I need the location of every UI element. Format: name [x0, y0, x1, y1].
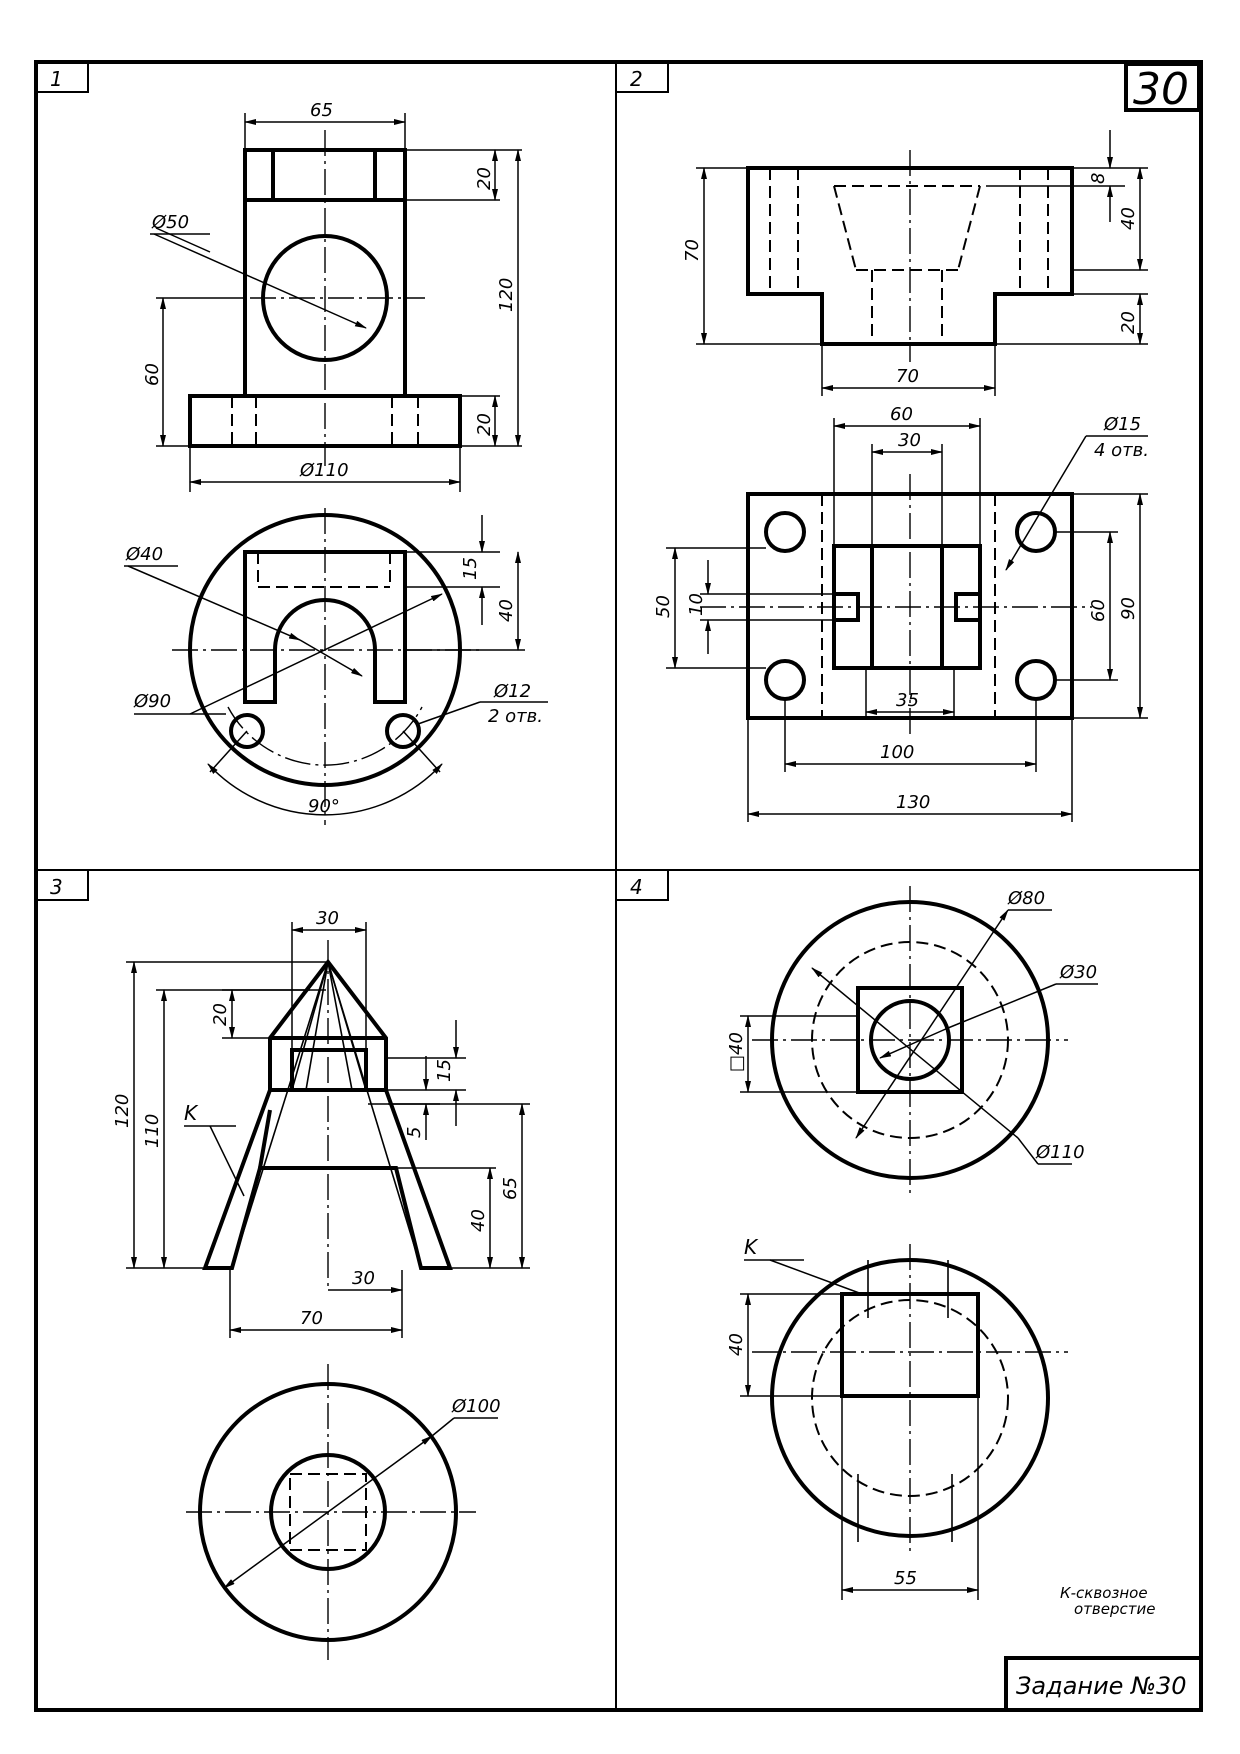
- panel-3-top-view: [186, 1364, 476, 1660]
- dim-40: 40: [468, 1209, 489, 1232]
- panel-1-front-dimensions: 65 20 120 Ø50 60 20 Ø110: [142, 100, 522, 492]
- panel-4-top-view: [752, 886, 1068, 1194]
- panel-1-number-box: 1: [36, 62, 89, 93]
- panel-2-front-dimensions: 8 40 70 20 70: [682, 130, 1148, 396]
- dim-35: 35: [896, 690, 919, 711]
- dim-20: 20: [210, 1003, 231, 1026]
- panel-1-front-view: [188, 130, 462, 466]
- dim-2-holes: 2 отв.: [488, 706, 543, 727]
- dim-100: 100: [880, 742, 914, 763]
- dim-20-top: 20: [474, 167, 495, 190]
- dim-60-right: 60: [1088, 599, 1109, 622]
- sheet-frame: [34, 60, 1203, 1712]
- dim-70-height: 70: [682, 239, 703, 262]
- dim-70-width: 70: [896, 366, 919, 387]
- dim-phi40: Ø40: [125, 544, 163, 565]
- task-badge: 30: [1124, 62, 1201, 115]
- dim-90: 90: [1118, 597, 1139, 620]
- panel-2-number: 2: [630, 67, 643, 91]
- panel-2-front-view: [746, 150, 1074, 362]
- dim-30-bottom: 30: [352, 1268, 375, 1289]
- dim-40-top: 40: [496, 599, 517, 622]
- note-line-1: К-сквозное: [1060, 1584, 1148, 1602]
- dim-5: 5: [404, 1127, 425, 1138]
- panel-2-number-box: 2: [616, 62, 669, 93]
- dim-20-base: 20: [474, 413, 495, 436]
- panel-3-front-dimensions: 30 20 120 110 15 5 65 40 30 70: [112, 908, 530, 1338]
- panel-4-front-dimensions: K 40 55 К-сквозное отверстие: [726, 1235, 1155, 1618]
- dim-phi50: Ø50: [151, 212, 189, 233]
- dim-60: 60: [142, 363, 163, 386]
- dim-8: 8: [1088, 173, 1109, 184]
- title-block: Задание №30: [1004, 1656, 1201, 1710]
- label-k: K: [744, 1235, 759, 1259]
- dim-40: 40: [1118, 207, 1139, 230]
- panel-2-top-view: [700, 474, 1092, 738]
- panel-3-top-dimensions: Ø100: [223, 1396, 501, 1589]
- dim-65: 65: [310, 100, 333, 121]
- dim-phi110: Ø110: [299, 460, 349, 481]
- dim-phi90: Ø90: [133, 691, 171, 712]
- panel-3-number-box: 3: [36, 870, 89, 901]
- dim-65: 65: [500, 1177, 521, 1200]
- dim-4-holes: 4 отв.: [1094, 440, 1149, 461]
- dim-phi110: Ø110: [1035, 1142, 1085, 1163]
- task-badge-number: 30: [1133, 64, 1189, 115]
- dim-90-deg: 90°: [308, 796, 340, 817]
- dim-20: 20: [1118, 311, 1139, 334]
- dim-15: 15: [460, 557, 481, 580]
- dim-40: 40: [726, 1333, 747, 1356]
- dim-120: 120: [112, 1094, 133, 1128]
- panel-2-top-dimensions: 60 30 Ø15 4 отв. 50 10 60 90 35 100: [653, 404, 1149, 822]
- dim-55: 55: [894, 1568, 917, 1589]
- panel-4-top-dimensions: Ø80 Ø30 □40 Ø110: [726, 888, 1098, 1165]
- panel-3-number: 3: [50, 875, 63, 899]
- dim-120: 120: [496, 278, 517, 312]
- note-line-2: отверстие: [1074, 1600, 1155, 1618]
- dim-70: 70: [300, 1308, 323, 1329]
- dim-phi12: Ø12: [493, 681, 531, 702]
- dim-30-top: 30: [316, 908, 339, 929]
- dim-60-top: 60: [890, 404, 913, 425]
- panel-1-top-view: [172, 508, 480, 825]
- dim-30-top: 30: [898, 430, 921, 451]
- dim-phi80: Ø80: [1007, 888, 1045, 909]
- panel-4-number-box: 4: [616, 870, 669, 901]
- dim-50: 50: [653, 595, 674, 618]
- dim-phi100: Ø100: [451, 1396, 501, 1417]
- task-title: Задание №30: [1016, 1672, 1187, 1700]
- dim-phi15: Ø15: [1103, 414, 1141, 435]
- dim-10: 10: [686, 593, 707, 616]
- label-k: K: [184, 1101, 199, 1125]
- dim-square40: □40: [726, 1032, 747, 1072]
- dim-15: 15: [434, 1059, 455, 1082]
- panel-4-number: 4: [630, 875, 643, 899]
- panel-4-front-view: [752, 1244, 1068, 1556]
- panel-1-top-dimensions: Ø40 15 40 Ø90 Ø12 2 отв. 90°: [124, 515, 548, 817]
- panel-1-number: 1: [50, 67, 63, 91]
- dim-130: 130: [896, 792, 930, 813]
- panel-3-front-view: [202, 940, 453, 1288]
- dim-phi30: Ø30: [1059, 962, 1097, 983]
- dim-110: 110: [142, 1114, 163, 1148]
